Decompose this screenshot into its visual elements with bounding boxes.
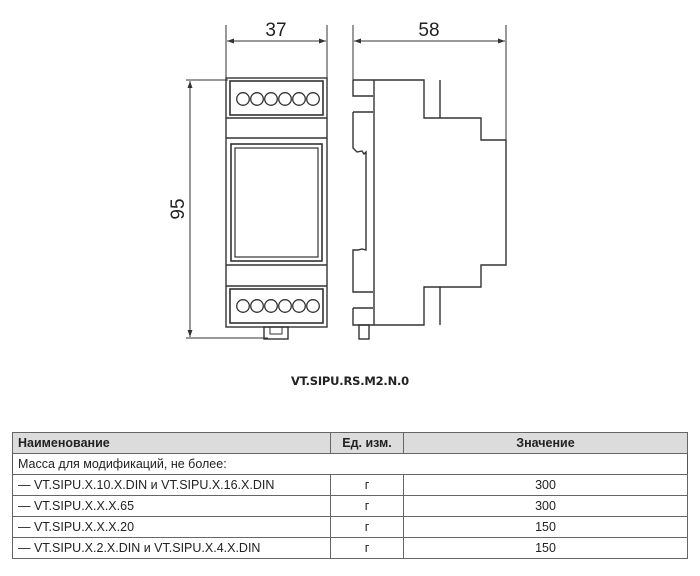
front-view [186, 25, 328, 340]
row-unit: г [330, 537, 404, 559]
table-group-row: Масса для модификаций, не более: [12, 453, 688, 475]
row-name: — VT.SIPU.X.X.X.65 [12, 495, 331, 517]
model-title: VT.SIPU.RS.M2.N.0 [291, 374, 409, 388]
row-value: 300 [403, 474, 688, 496]
header-name: Наименование [12, 432, 331, 454]
terminal-screws-bottom [236, 299, 320, 313]
row-name: — VT.SIPU.X.X.X.20 [12, 516, 331, 538]
height-dimension-label: 95 [168, 198, 189, 219]
row-unit: г [330, 495, 404, 517]
header-unit: Ед. изм. [330, 432, 404, 454]
row-value: 150 [403, 516, 688, 538]
technical-drawing: 37 58 95 [168, 20, 507, 340]
row-value: 300 [403, 495, 688, 517]
header-value: Значение [403, 432, 688, 454]
row-unit: г [330, 516, 404, 538]
row-unit: г [330, 474, 404, 496]
terminal-screws-top [236, 92, 320, 106]
depth-dimension-label: 58 [418, 20, 439, 41]
table-row: — VT.SIPU.X.X.X.65 г 300 [12, 495, 688, 517]
group-label: Масса для модификаций, не более: [12, 453, 688, 475]
row-name: — VT.SIPU.X.10.X.DIN и VT.SIPU.X.16.X.DI… [12, 474, 331, 496]
width-dimension-label: 37 [265, 20, 286, 41]
table-header-row: Наименование Ед. изм. Значение [12, 432, 688, 454]
table-row: — VT.SIPU.X.2.X.DIN и VT.SIPU.X.4.X.DIN … [12, 537, 688, 559]
side-view [352, 25, 507, 340]
row-name: — VT.SIPU.X.2.X.DIN и VT.SIPU.X.4.X.DIN [12, 537, 331, 559]
table-row: — VT.SIPU.X.10.X.DIN и VT.SIPU.X.16.X.DI… [12, 474, 688, 496]
row-value: 150 [403, 537, 688, 559]
spec-table: Наименование Ед. изм. Значение Масса для… [12, 432, 688, 559]
table-row: — VT.SIPU.X.X.X.20 г 150 [12, 516, 688, 538]
